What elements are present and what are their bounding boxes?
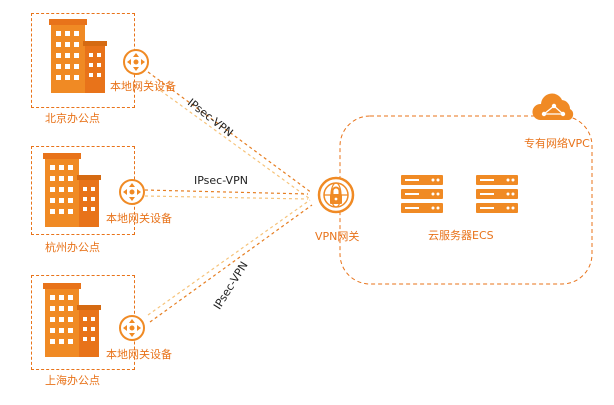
vpc-label: 专有网络VPC <box>524 137 590 150</box>
gateway-label-shanghai: 本地网关设备 <box>106 348 172 361</box>
office-label-shanghai: 上海办公点 <box>45 374 100 387</box>
tunnel-line-beijing-dark <box>147 71 313 194</box>
server-icon <box>401 175 443 213</box>
gateway-label-hangzhou: 本地网关设备 <box>106 212 172 225</box>
gateway-label-beijing: 本地网关设备 <box>110 80 176 93</box>
tunnel-line-beijing-light <box>145 79 311 200</box>
building-icon <box>43 283 101 357</box>
cloud-network-icon <box>532 93 574 120</box>
router-icon <box>119 315 145 341</box>
ecs-label: 云服务器ECS <box>428 229 494 242</box>
vpn-gateway-label: VPN网关 <box>315 230 360 243</box>
router-icon <box>123 49 149 75</box>
building-icon <box>43 153 101 227</box>
tunnel-label-hangzhou: IPsec-VPN <box>194 174 248 187</box>
office-label-beijing: 北京办公点 <box>45 112 100 125</box>
router-icon <box>119 179 145 205</box>
server-icon <box>476 175 518 213</box>
vpn-gateway-lock-icon <box>317 176 355 214</box>
building-icon <box>49 19 107 93</box>
office-label-hangzhou: 杭州办公点 <box>45 241 100 254</box>
